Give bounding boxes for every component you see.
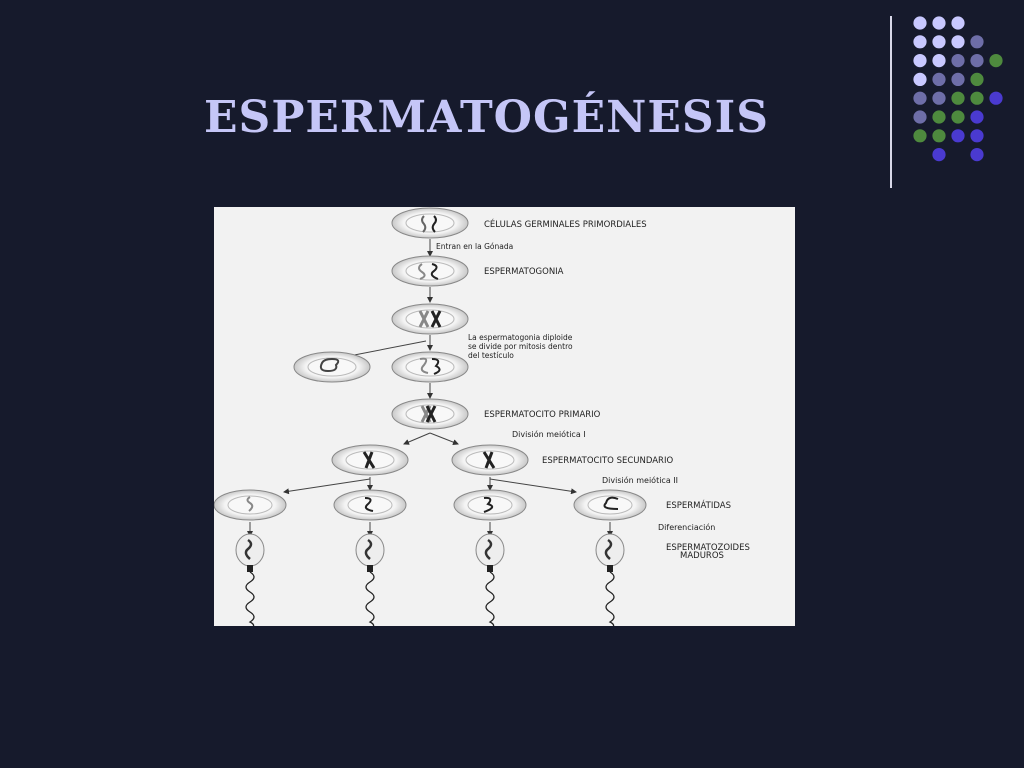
decorative-dot xyxy=(932,110,946,124)
decorative-dot xyxy=(970,54,984,68)
decorative-dot xyxy=(970,129,984,143)
label-primary-spermatocyte: ESPERMATOCITO PRIMARIO xyxy=(484,410,601,420)
decorative-dot xyxy=(951,16,965,30)
label-spermatids: ESPERMÁTIDAS xyxy=(666,499,731,511)
cell-mitosis-right xyxy=(391,351,469,383)
decorative-dot xyxy=(913,129,927,143)
label-mitosis-line-2: se divide por mitosis dentro xyxy=(468,342,573,351)
title-divider-line xyxy=(890,16,892,188)
label-germ-cells: CÉLULAS GERMINALES PRIMORDIALES xyxy=(484,218,647,230)
cell-primary-spermatocyte xyxy=(391,398,469,430)
decorative-dot xyxy=(932,148,946,162)
cell-spermatid-1 xyxy=(214,489,287,521)
decorative-dot xyxy=(932,35,946,49)
decorative-dot xyxy=(970,72,984,86)
decorative-dot xyxy=(913,72,927,86)
label-secondary-spermatocyte: ESPERMATOCITO SECUNDARIO xyxy=(542,456,673,466)
cell-primordial-germ xyxy=(391,207,469,239)
decorative-dot xyxy=(913,54,927,68)
cell-spermatid-2 xyxy=(333,489,407,521)
cell-secondary-spermatocyte-left xyxy=(331,444,409,476)
decorative-dot xyxy=(951,54,965,68)
sperm-cell-1 xyxy=(235,533,265,626)
spermatogenesis-diagram: CÉLULAS GERMINALES PRIMORDIALES Entran e… xyxy=(214,207,795,626)
decorative-dot xyxy=(913,35,927,49)
mature-sperm-group xyxy=(235,533,625,626)
decorative-dot xyxy=(951,72,965,86)
cell-secondary-spermatocyte-right xyxy=(451,444,529,476)
flow-arrows xyxy=(247,239,613,537)
cell-spermatogonium-dividing xyxy=(391,303,469,335)
cell-spermatid-3 xyxy=(453,489,527,521)
decorative-dot xyxy=(951,129,965,143)
label-differentiation: Diferenciación xyxy=(658,522,715,532)
label-mature-sperm-1: ESPERMATOZOIDES xyxy=(666,543,750,553)
decorative-dot xyxy=(913,110,927,124)
label-mitosis-line-3: del testículo xyxy=(468,351,514,360)
decorative-dot xyxy=(989,54,1003,68)
decorative-dot xyxy=(989,91,1003,105)
label-spermatogonia: ESPERMATOGONIA xyxy=(484,267,564,277)
sperm-cell-4 xyxy=(595,533,625,626)
slide-title: ESPERMATOGÉNESIS xyxy=(204,92,770,143)
cell-spermatogonium xyxy=(391,255,469,287)
sperm-cell-3 xyxy=(475,533,505,626)
label-mitosis-line-1: La espermatogonia diploide xyxy=(468,333,573,342)
decorative-dot xyxy=(932,129,946,143)
decorative-dot xyxy=(951,110,965,124)
decorative-dot xyxy=(932,72,946,86)
decorative-dot xyxy=(970,35,984,49)
decorative-dot xyxy=(913,91,927,105)
label-meiosis-2: División meiótica II xyxy=(602,475,678,485)
label-mature-sperm-2: MADUROS xyxy=(680,551,724,561)
cell-mitosis-left xyxy=(293,351,371,383)
cell-spermatid-4 xyxy=(573,489,647,521)
decorative-dot xyxy=(970,110,984,124)
decorative-dot xyxy=(932,16,946,30)
sperm-cell-2 xyxy=(355,533,385,626)
decorative-dot xyxy=(913,16,927,30)
decorative-dot-grid xyxy=(913,16,1003,162)
decorative-dot xyxy=(970,148,984,162)
decorative-dot xyxy=(951,35,965,49)
decorative-dot xyxy=(951,91,965,105)
decorative-dot xyxy=(932,91,946,105)
decorative-dot xyxy=(932,54,946,68)
decorative-dot xyxy=(970,91,984,105)
label-enter-gonad: Entran en la Gónada xyxy=(436,242,513,251)
label-meiosis-1: División meiótica I xyxy=(512,429,586,439)
